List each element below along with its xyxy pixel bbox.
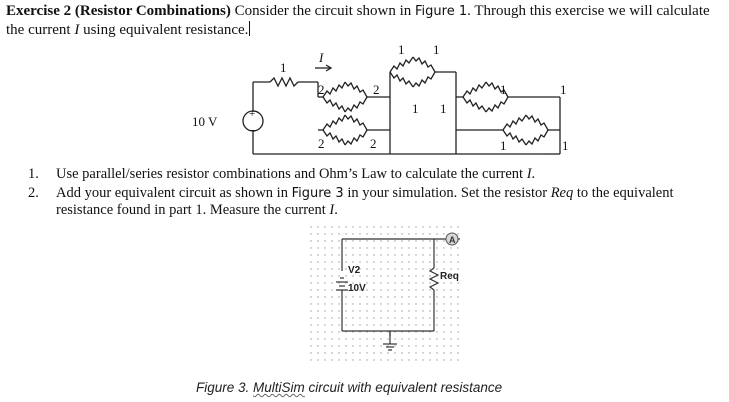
ammeter-symbol: A [449, 235, 456, 245]
res-label-1d: 1 [440, 101, 447, 116]
res-label-2a: 2 [318, 82, 325, 97]
source-label: 10 V [192, 114, 218, 129]
source-minus: – [249, 124, 256, 136]
source-plus: + [249, 108, 255, 120]
res-label-1a: 1 [398, 42, 405, 57]
figure-3-caption: Figure 3. MultiSim circuit with equivale… [196, 380, 503, 395]
current-arrow-label: I [318, 50, 324, 65]
grid-background [310, 226, 460, 362]
intro-text-1: Consider the circuit shown in [230, 3, 415, 19]
intro-text-2: . Through this exercise we will calculat… [6, 3, 710, 38]
instruction-list: 1. Use parallel/series resistor combinat… [20, 166, 720, 221]
res-label-2d: 2 [370, 136, 377, 151]
instruction-item-2: 2. Add your equivalent circuit as shown … [28, 185, 674, 218]
multisim-figure: A V2 10V Req [310, 226, 470, 362]
res-label-1g: 1 [500, 138, 507, 153]
source-value: 10V [348, 283, 366, 294]
instruction-item-1: 1. Use parallel/series resistor combinat… [28, 166, 536, 182]
res-label-2b: 2 [373, 82, 380, 97]
resistor-name: Req [440, 271, 459, 282]
res-label-1b: 1 [433, 42, 440, 57]
ammeter-icon [445, 232, 459, 246]
series-resistor-label: 1 [280, 60, 287, 75]
res-label-2c: 2 [318, 136, 325, 151]
res-label-1e: 1 [500, 82, 507, 97]
res-label-1f: 1 [560, 82, 567, 97]
res-label-1h: 1 [562, 138, 569, 153]
intro-text-3: using equivalent resistance. [79, 22, 249, 38]
voltage-source [242, 110, 264, 132]
exercise-heading: Exercise 2 (Resistor Combinations) [6, 3, 231, 19]
figure-1-circuit: 10 V + – 1 I 2 2 2 2 1 1 1 1 1 1 1 1 [190, 42, 585, 164]
text-cursor [249, 21, 251, 36]
res-label-1c: 1 [412, 101, 419, 116]
current-symbol: I [74, 22, 80, 38]
figure-reference: Figure 1 [415, 4, 468, 19]
caption-app-name: MultiSim [253, 380, 305, 395]
exercise-paragraph: Exercise 2 (Resistor Combinations) Consi… [6, 2, 724, 39]
source-name: V2 [348, 265, 361, 276]
